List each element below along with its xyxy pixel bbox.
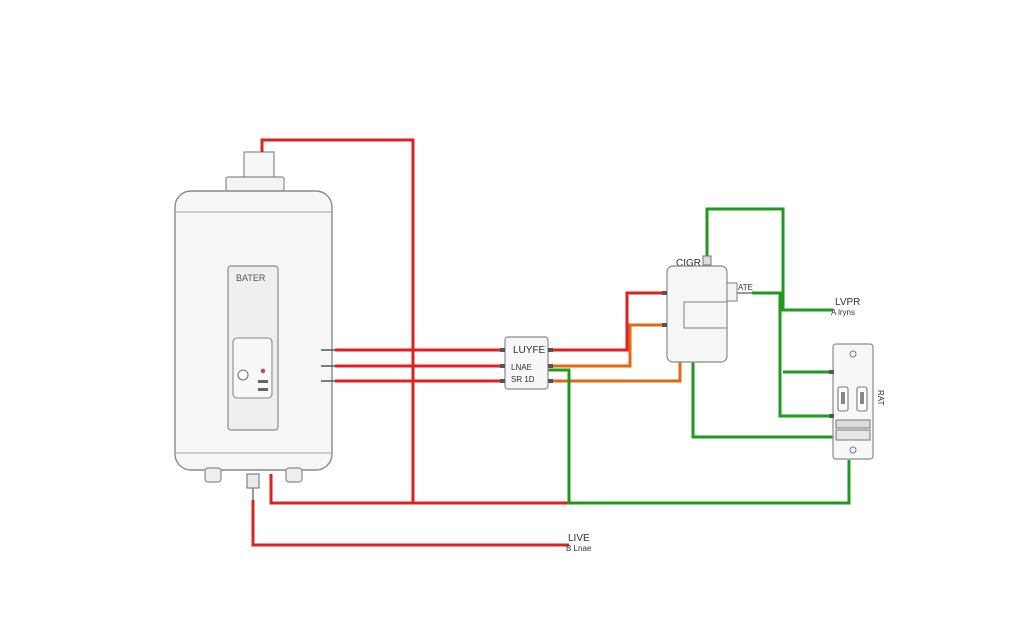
outlet-left-terminal-2 xyxy=(829,414,834,418)
junction-terminal-r2 xyxy=(548,364,553,368)
heater-led-icon xyxy=(260,368,266,374)
bottom-label-title: LIVE xyxy=(568,533,590,544)
junction-box-label: LUYFE xyxy=(513,345,546,356)
heater-top-pipe xyxy=(243,151,275,179)
heater-top-collar xyxy=(225,176,285,192)
outlet-terminal-strip-2 xyxy=(835,429,871,441)
outlet-slot-right xyxy=(860,392,864,404)
controller-terminal-2 xyxy=(662,323,667,327)
wires xyxy=(251,138,851,547)
controller-port-housing xyxy=(726,282,738,302)
heater-foot-left xyxy=(204,467,222,483)
junction-terminal-r1 xyxy=(548,348,553,352)
wire-live-bottom-run xyxy=(269,474,569,505)
wire-live-bottom-label xyxy=(251,500,569,547)
wire-ground-junction xyxy=(548,368,851,505)
outlet-screw-top xyxy=(849,350,857,358)
heater-foot-right xyxy=(285,467,303,483)
heater-indicator-2 xyxy=(258,388,268,391)
controller-port-label: ATE xyxy=(738,283,753,292)
heater-bottom-connector xyxy=(246,473,260,489)
wire-live-to-controller xyxy=(548,291,668,352)
junction-terminal-l2 xyxy=(500,364,505,368)
wire-ground-top-loop xyxy=(705,207,833,312)
heater-indicator-1 xyxy=(258,380,268,383)
heater-knob[interactable] xyxy=(237,369,249,381)
junction-terminal-l1 xyxy=(500,348,505,352)
outlet-screw-bottom xyxy=(849,446,857,454)
outlet-left-terminal xyxy=(829,370,834,374)
wire-neutral-1 xyxy=(548,323,668,368)
junction-terminal-r3 xyxy=(548,379,553,383)
water-heater: BATER xyxy=(174,151,335,500)
controller: CIGR ATE xyxy=(662,255,753,363)
controller-label: CIGR xyxy=(676,258,701,269)
right-label-group: LVPR A lryns xyxy=(831,297,860,317)
junction-box-bottom-label: SR 1D xyxy=(511,375,535,384)
right-label-title: LVPR xyxy=(835,297,860,308)
controller-top-terminal xyxy=(702,255,712,266)
outlet-side-label: RAT xyxy=(876,390,885,406)
outlet-terminal-strip xyxy=(835,419,871,429)
bottom-label-group: LIVE B Lnae xyxy=(566,533,592,553)
wall-outlet: RAT xyxy=(829,343,885,460)
outlet-slot-left xyxy=(841,392,845,404)
right-label-sub: A lryns xyxy=(831,308,855,317)
wire-neutral-2 xyxy=(548,362,682,383)
wire-ground-controller-bottom xyxy=(691,362,836,439)
controller-terminal-1 xyxy=(662,291,667,295)
junction-box: LUYFE LNAE SR 1D xyxy=(500,336,553,390)
junction-box-body xyxy=(504,336,549,390)
bottom-label-sub: B Lnae xyxy=(566,544,592,553)
wire-ground-port xyxy=(752,291,836,418)
heater-label: BATER xyxy=(236,273,266,283)
junction-terminal-l3 xyxy=(500,379,505,383)
junction-box-sublabel: LNAE xyxy=(511,363,532,372)
controller-notch xyxy=(683,301,728,329)
wire-live-top xyxy=(260,138,415,503)
